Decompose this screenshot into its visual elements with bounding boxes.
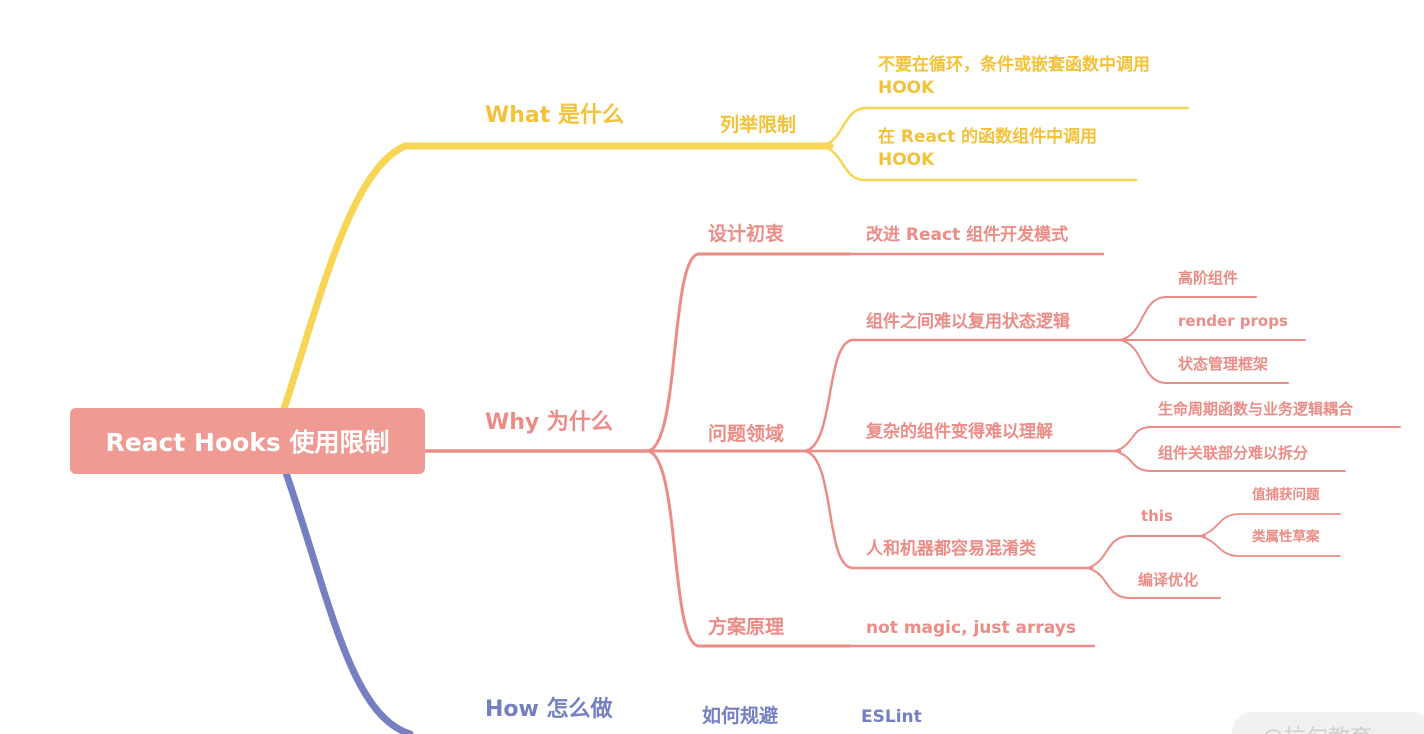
confuse-compile-label: 编译优化: [1138, 571, 1199, 589]
what-limits-label: 列举限制: [720, 114, 797, 136]
connector-why-principle: [646, 449, 852, 648]
how-avoid-label: 如何规避: [702, 705, 779, 727]
why-problems-label: 问题领域: [708, 423, 785, 445]
watermark-text: @拉勾教育: [1262, 720, 1372, 734]
confuse-this-label: this: [1141, 507, 1173, 525]
what-branch-label: What 是什么: [485, 103, 624, 128]
root-node: React Hooks 使用限制: [70, 408, 425, 474]
complex-item-lifecycle: 生命周期函数与业务逻辑耦合: [1158, 400, 1354, 418]
reuse-item-hoc: 高阶组件: [1178, 269, 1239, 287]
connector-confuse-this: [1087, 535, 1206, 569]
this-item-value-capture: 值捕获问题: [1252, 487, 1320, 503]
what-rule-2: 在 React 的函数组件中调用 HOOK: [878, 127, 1098, 170]
why-principle-detail: not magic, just arrays: [866, 618, 1076, 638]
connector-problems-reuse: [803, 338, 1130, 453]
connector-this-classprops: [1199, 535, 1341, 557]
reuse-item-render-props: render props: [1178, 312, 1288, 330]
connector-confuse-compile: [1087, 567, 1221, 599]
how-branch-label: How 怎么做: [485, 697, 613, 722]
connector-reuse-hoc: [1119, 296, 1257, 341]
connector-limits-rule2: [820, 144, 1138, 182]
how-eslint-label: ESLint: [861, 707, 922, 727]
why-design-detail: 改进 React 组件开发模式: [866, 225, 1069, 245]
problem-complex-label: 复杂的组件变得难以理解: [866, 422, 1053, 442]
connector-complex-split: [1114, 450, 1346, 472]
problem-reuse-label: 组件之间难以复用状态逻辑: [866, 312, 1070, 332]
connector-why-design: [646, 252, 852, 453]
problem-confuse-label: 人和机器都容易混淆类: [866, 539, 1036, 559]
connector-reuse-state: [1119, 339, 1289, 384]
what-rule-1: 不要在循环，条件或嵌套函数中调用 HOOK: [878, 55, 1150, 98]
watermark-badge: [1232, 712, 1424, 734]
this-item-class-props: 类属性草案: [1252, 529, 1320, 545]
connector-problems-confuse: [803, 449, 1094, 570]
complex-item-split: 组件关联部分难以拆分: [1158, 444, 1309, 462]
connector-limits-rule1: [820, 106, 1190, 148]
why-branch-label: Why 为什么: [485, 410, 613, 435]
root-label: React Hooks 使用限制: [105, 428, 390, 457]
connector-root-how: [281, 466, 414, 734]
why-principle-label: 方案原理: [708, 616, 785, 638]
connector-this-capture: [1199, 513, 1341, 537]
connector-complex-lifecycle: [1114, 426, 1401, 452]
connector-root-what: [279, 142, 834, 416]
why-design-label: 设计初衷: [708, 223, 785, 245]
reuse-item-state-framework: 状态管理框架: [1178, 355, 1269, 373]
